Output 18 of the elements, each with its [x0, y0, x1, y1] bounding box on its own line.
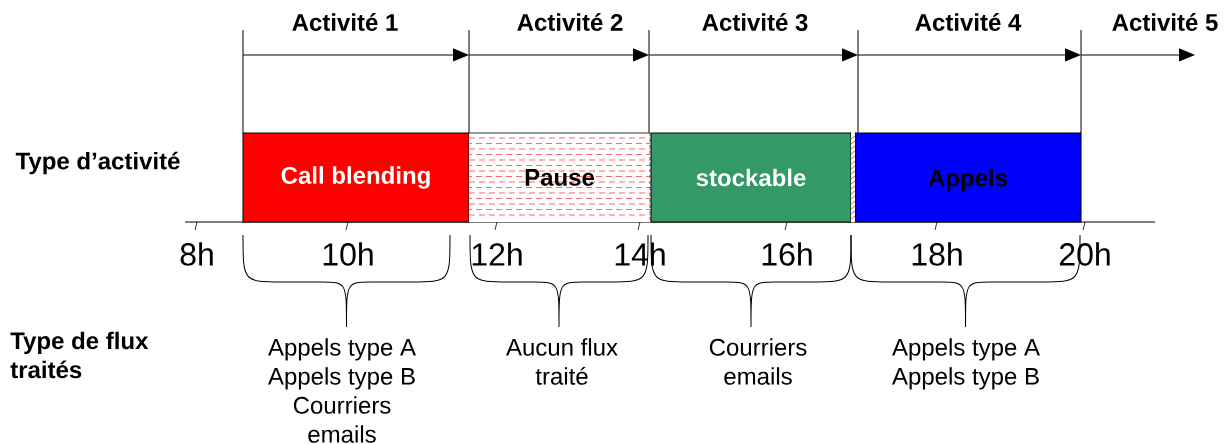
activity-label: Activité 3 [702, 13, 808, 31]
activity-box: Call blending [242, 132, 470, 223]
tick-label: 12h [472, 242, 522, 266]
activity-label: Activité 4 [915, 13, 1022, 31]
flow-text: Aucun flux traité [506, 338, 618, 385]
flow-text: Courriers emails [709, 338, 807, 385]
tick-label: 16h [762, 242, 812, 266]
activity-box: stockable [650, 132, 852, 223]
tick-label: 8h [180, 242, 213, 266]
activity-box: Appels [854, 132, 1082, 223]
row-heading: Type d’activité [15, 151, 180, 175]
tick-label: 18h [912, 242, 962, 266]
activity-label: Activité 5 [1112, 13, 1218, 31]
activity-label: Activité 2 [517, 13, 623, 31]
row-heading: Type de flux traités [10, 331, 149, 379]
activity-label: Activité 1 [292, 13, 398, 31]
flow-text: Appels type A Appels type B Courriers emails [268, 338, 416, 443]
flow-text: Appels type A Appels type B [892, 338, 1040, 390]
